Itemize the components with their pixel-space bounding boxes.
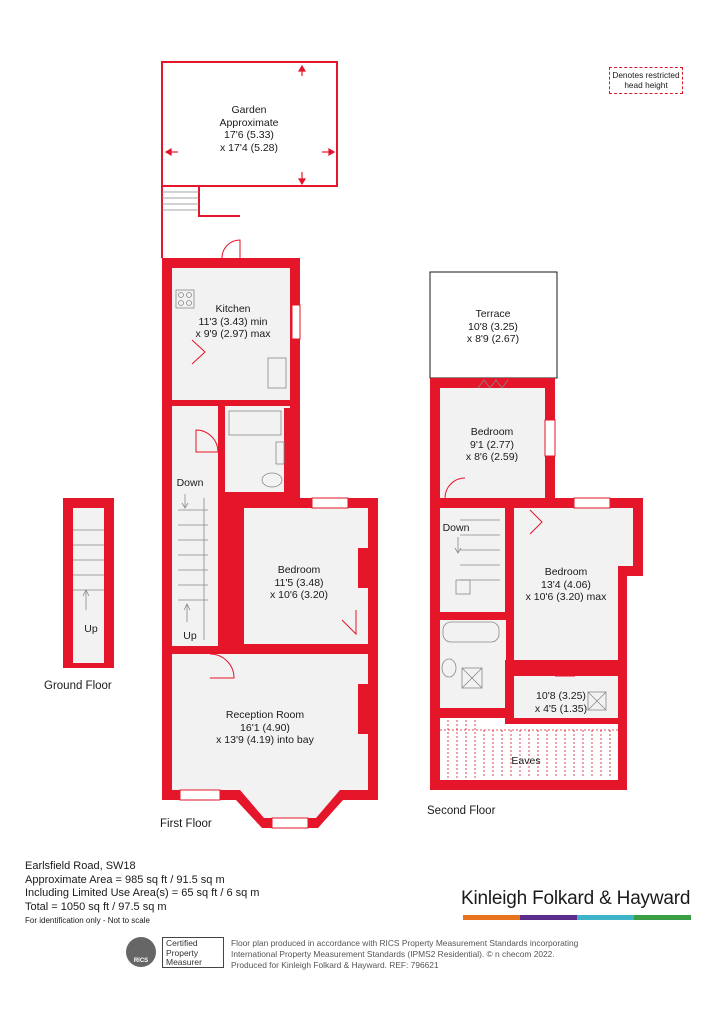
bedroom1-name: Bedroom — [277, 564, 321, 576]
bedroom2-dim1: 9'1 (2.77) — [469, 438, 515, 451]
kitchen-dim2: x 9'9 (2.97) max — [195, 328, 271, 340]
garden-approx: Approximate — [219, 116, 279, 129]
garden-name: Garden — [231, 104, 267, 116]
stair-up-ground: Up — [84, 623, 98, 635]
room-label-reception: Reception Room 16'1 (4.90) x 13'9 (4.19)… — [216, 709, 314, 747]
room-label-small: 10'8 (3.25) x 4'5 (1.35) — [535, 690, 587, 715]
room-label-bedroom-second-b: Bedroom 13'4 (4.06) x 10'6 (3.20) max — [526, 566, 607, 604]
stair-up-first: Up — [183, 630, 197, 642]
rics-logo-text: RICS — [133, 958, 149, 964]
small-dim1: 10'8 (3.25) — [536, 690, 586, 702]
second-floor-plan — [429, 271, 643, 790]
bedroom3-name: Bedroom — [544, 566, 588, 578]
brand-strip-teal — [577, 915, 634, 920]
kitchen-dim1: 11'3 (3.43) min — [198, 315, 268, 328]
room-label-eaves: Eaves — [511, 755, 541, 767]
terrace-dim1: 10'8 (3.25) — [468, 320, 518, 333]
legend-text-line1: Denotes restricted — [612, 70, 680, 80]
brand-strip-green — [634, 915, 691, 920]
kitchen-name: Kitchen — [215, 303, 251, 315]
reception-dim1: 16'1 (4.90) — [240, 721, 290, 734]
room-label-kitchen: Kitchen 11'3 (3.43) min x 9'9 (2.97) max — [196, 303, 271, 341]
reception-dim2: x 13'9 (4.19) into bay — [216, 734, 314, 746]
rics-badge: RICS Certified Property Measurer — [126, 937, 224, 971]
address: Earlsfield Road, SW18 — [25, 860, 136, 872]
bedroom3-dim1: 13'4 (4.06) — [541, 578, 591, 591]
garden-dim2: x 17'4 (5.28) — [219, 141, 279, 154]
legend-text-line2: head height — [624, 79, 668, 90]
stair-down-second: Down — [442, 522, 470, 534]
small-dim2: x 4'5 (1.35) — [534, 702, 588, 715]
floor-title-first: First Floor — [160, 818, 212, 830]
room-label-garden: Garden Approximate 17'6 (5.33) x 17'4 (5… — [220, 104, 279, 154]
garden-dim1: 17'6 (5.33) — [224, 129, 274, 141]
bedroom1-dim1: 11'5 (3.48) — [274, 576, 324, 589]
room-label-terrace: Terrace 10'8 (3.25) x 8'9 (2.67) — [467, 308, 519, 346]
notes-line1: Floor plan produced in accordance with R… — [231, 938, 579, 948]
limited-use-area: Including Limited Use Area(s) = 65 sq ft… — [25, 887, 260, 899]
restricted-head-height-legend: Denotes restricted head height — [609, 67, 683, 94]
terrace-dim2: x 8'9 (2.67) — [466, 333, 520, 345]
rics-logo-icon — [126, 937, 156, 967]
terrace-name: Terrace — [475, 308, 511, 320]
production-notes: Floor plan produced in accordance with R… — [231, 938, 578, 971]
bedroom2-name: Bedroom — [470, 426, 514, 438]
notes-line2: International Property Measurement Stand… — [231, 949, 555, 959]
floor-title-ground: Ground Floor — [44, 680, 112, 692]
bedroom3-dim2: x 10'6 (3.20) max — [525, 591, 607, 603]
brand-color-strip — [463, 915, 691, 920]
first-floor-plan — [161, 61, 378, 829]
disclaimer: For identification only - Not to scale — [25, 916, 150, 925]
rics-line2: Property — [166, 947, 199, 958]
reception-name: Reception Room — [225, 709, 305, 721]
approx-area: Approximate Area = 985 sq ft / 91.5 sq m — [25, 873, 225, 886]
rics-certified-box: Certified Property Measurer — [162, 937, 224, 968]
stair-down-first: Down — [176, 477, 204, 489]
brand-strip-purple — [520, 915, 577, 920]
notes-line3: Produced for Kinleigh Folkard & Hayward.… — [231, 960, 439, 970]
property-info: Earlsfield Road, SW18 Approximate Area =… — [25, 860, 259, 928]
room-label-bedroom-second-a: Bedroom 9'1 (2.77) x 8'6 (2.59) — [466, 426, 518, 464]
rics-line1: Certified — [166, 938, 198, 948]
rics-line3: Measurer — [166, 957, 202, 967]
room-label-bedroom-first: Bedroom 11'5 (3.48) x 10'6 (3.20) — [270, 564, 328, 602]
brand-name: Kinleigh Folkard & Hayward — [461, 888, 691, 909]
bedroom1-dim2: x 10'6 (3.20) — [269, 589, 329, 601]
brand-strip-orange — [463, 915, 520, 920]
total-area: Total = 1050 sq ft / 97.5 sq m — [25, 900, 167, 913]
ground-floor-plan — [63, 498, 114, 668]
floor-title-second: Second Floor — [427, 805, 496, 817]
bedroom2-dim2: x 8'6 (2.59) — [465, 451, 519, 463]
